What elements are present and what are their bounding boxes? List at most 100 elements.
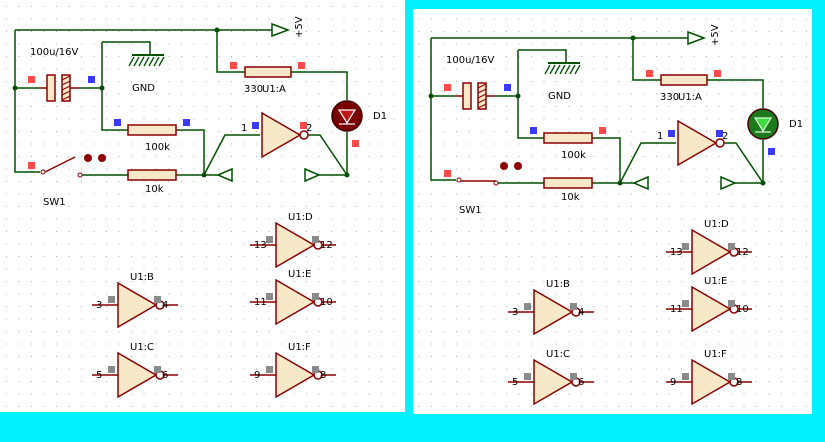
gate-u1a-out-state	[716, 130, 723, 137]
junction-cap	[428, 93, 434, 99]
junction-input	[201, 172, 207, 178]
spare-gate-u1f-body	[691, 358, 732, 406]
wire-gnd	[102, 41, 151, 55]
gnd-hatch	[143, 56, 150, 67]
spare-gate-u1f-out-state	[728, 373, 735, 380]
res330-pin-state	[298, 62, 305, 69]
gate-u1a-in-state	[252, 122, 259, 129]
junction-cap	[12, 85, 18, 91]
spare-gate-u1b-body	[117, 281, 158, 329]
spare-gate-u1b-pin-out: 4	[578, 307, 584, 318]
spare-gate-u1c-pin-out: 6	[578, 377, 584, 388]
vcc-label: +5V	[710, 24, 721, 46]
gnd-hatch	[153, 56, 160, 67]
wire-left-rail	[430, 38, 456, 181]
spare-gate-u1b-in-state	[524, 303, 531, 310]
led-pin-state	[768, 148, 775, 155]
resistor-330	[660, 74, 708, 86]
spare-gate-u1d-body	[275, 221, 316, 269]
spare-gate-u1b-pin-in: 3	[96, 300, 102, 311]
wire-cap-node	[517, 50, 544, 139]
vcc-terminal	[687, 30, 707, 46]
capacitor-hatch	[477, 93, 487, 99]
gate-u1a-body	[261, 111, 302, 159]
capacitor-hatch	[61, 75, 71, 81]
capacitor-label: 100u/16V	[30, 47, 79, 58]
capacitor-hatch	[477, 103, 487, 109]
junction-input	[617, 180, 623, 186]
capacitor-hatch	[477, 88, 487, 94]
gnd-hatch	[569, 64, 576, 75]
spare-gate-u1b-out-state	[154, 296, 161, 303]
led-d1-arrow	[337, 109, 357, 125]
spare-gate-u1d-body	[691, 228, 732, 276]
spare-gate-u1b-label: U1:B	[546, 279, 570, 290]
resistor-330	[244, 66, 292, 78]
led-pin-state	[352, 140, 359, 147]
switch-button-dot	[500, 162, 508, 170]
cap-pin-state	[444, 84, 451, 91]
gnd-hatch	[148, 56, 155, 67]
resistor-100k	[543, 132, 593, 144]
gate-u1a-pin2: 2	[306, 123, 312, 134]
junction-vcc	[214, 27, 220, 33]
spare-gate-u1d-pin-in: 13	[254, 240, 267, 251]
spare-gate-u1f-pin-out: 8	[736, 377, 742, 388]
wire-gate-out	[304, 134, 349, 176]
switch-label: SW1	[43, 197, 66, 208]
gnd-hatch	[564, 64, 571, 75]
gnd-hatch	[544, 64, 551, 75]
spare-gate-u1e-pin-out: 10	[736, 304, 749, 315]
spare-gate-u1f-label: U1:F	[288, 342, 311, 353]
spare-gate-u1b-label: U1:B	[130, 272, 154, 283]
resistor-10k-label: 10k	[561, 192, 580, 203]
wire-vcc-res	[632, 38, 661, 81]
gnd-hatch	[559, 64, 566, 75]
input-probe	[216, 167, 233, 183]
spare-gate-u1c-in-state	[108, 366, 115, 373]
spare-gate-u1b-pin-out: 4	[162, 300, 168, 311]
gnd-hatch	[133, 56, 140, 67]
resistor-100k-label: 100k	[561, 150, 586, 161]
switch-pin-state	[28, 162, 35, 169]
wire-vcc-res	[216, 30, 245, 73]
spare-gate-u1e-label: U1:E	[288, 269, 311, 280]
wire-100k-node	[592, 137, 621, 183]
spare-gate-u1d-out-state	[728, 243, 735, 250]
spare-gate-u1e-in-state	[266, 293, 273, 300]
spare-gate-u1e-pin-out: 10	[320, 297, 333, 308]
res330-pin-state	[714, 70, 721, 77]
spare-gate-u1e-in-state	[682, 300, 689, 307]
resistor-10k	[543, 177, 593, 189]
vcc-label: +5V	[294, 16, 305, 38]
spare-gate-u1d-in-state	[266, 236, 273, 243]
spare-gate-u1d-label: U1:D	[288, 212, 313, 223]
spare-gate-u1f-in-state	[682, 373, 689, 380]
gnd-hatch	[138, 56, 145, 67]
vcc-terminal	[271, 22, 291, 38]
res330-pin-state	[646, 70, 653, 77]
capacitor-hatch	[61, 95, 71, 101]
gate-u1a-in-state	[668, 130, 675, 137]
wire-gate-in	[619, 142, 676, 184]
switch-contact-left	[456, 177, 462, 183]
gnd-label: GND	[548, 91, 571, 102]
wire-res-led	[707, 79, 764, 108]
gate-u1a-pin2: 2	[722, 131, 728, 142]
cap-pin-state	[28, 76, 35, 83]
spare-gate-u1b-body	[533, 288, 574, 336]
spare-gate-u1c-body	[117, 351, 158, 399]
spare-gate-u1f-pin-out: 8	[320, 370, 326, 381]
wire-gate-in	[203, 134, 260, 176]
wire-cap-node	[101, 42, 128, 131]
gnd-label: GND	[132, 83, 155, 94]
switch-button-dot	[98, 154, 106, 162]
input-probe	[632, 175, 649, 191]
gate-a-label: U1:A	[262, 84, 286, 95]
cap-pin-state	[88, 76, 95, 83]
output-probe	[720, 175, 737, 191]
left-panel-grid	[0, 0, 405, 412]
